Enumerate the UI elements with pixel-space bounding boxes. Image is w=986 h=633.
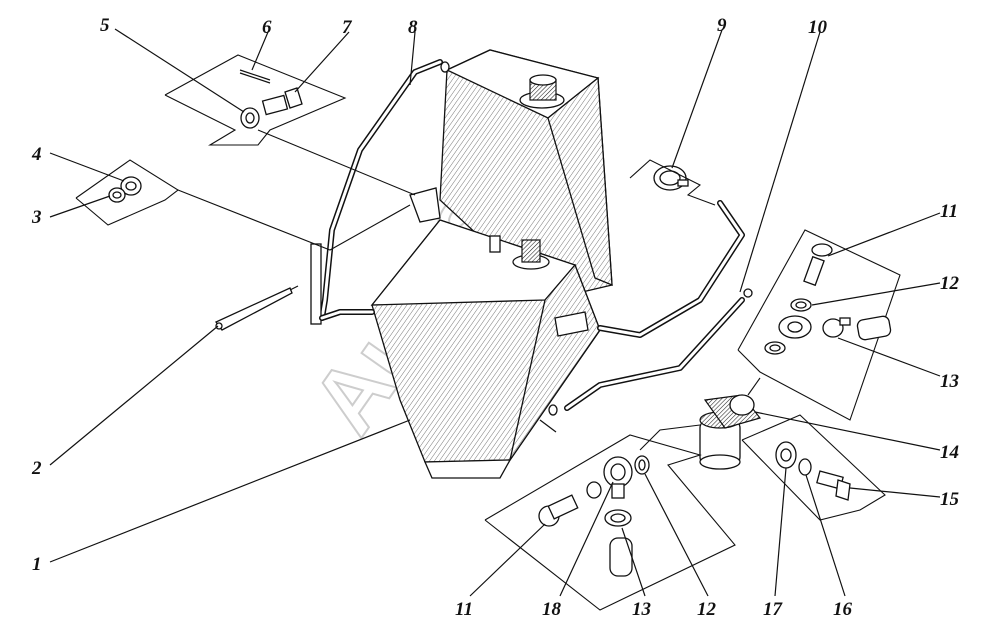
fuel-tank — [370, 49, 613, 479]
callout-13-bottom: 13 — [632, 599, 651, 620]
group-frame-bolt — [164, 54, 347, 146]
callout-18: 18 — [542, 599, 562, 620]
callout-17: 17 — [763, 599, 784, 620]
hose-stub-lower — [609, 537, 633, 577]
callout-12-bottom: 12 — [697, 599, 717, 620]
fuel-line-lower — [548, 288, 753, 416]
callout-8: 8 — [408, 17, 418, 38]
hose-clamp-9 — [653, 165, 689, 191]
callout-1: 1 — [32, 554, 42, 575]
breather-pipe — [310, 59, 450, 325]
fuel-filter-14 — [699, 394, 762, 470]
banjo-fitting-upper — [778, 315, 812, 339]
callout-4: 4 — [31, 144, 42, 165]
bolt-7 — [261, 87, 303, 116]
callout-10: 10 — [808, 17, 828, 38]
callout-11-bottom: 11 — [455, 599, 473, 620]
callout-7: 7 — [342, 17, 353, 38]
group-frame-upper-fitting — [737, 229, 901, 421]
hose-clamp-13-upper — [822, 317, 851, 338]
banjo-fitting-18 — [603, 456, 633, 499]
group-frame-lower-right — [741, 414, 886, 521]
cotter-pin-6 — [239, 69, 271, 81]
callout-9: 9 — [717, 15, 727, 36]
callout-16: 16 — [833, 599, 853, 620]
callout-12-right: 12 — [940, 273, 960, 294]
callout-15: 15 — [940, 489, 960, 510]
banjo-bolt-11-lower — [538, 494, 579, 527]
tank-strap — [214, 285, 299, 331]
banjo-bolt-15 — [816, 470, 851, 501]
group-frame-washers — [75, 159, 179, 226]
callout-6: 6 — [262, 17, 272, 38]
leader-lines — [49, 28, 941, 597]
callout-11-right: 11 — [940, 201, 958, 222]
callout-13-right: 13 — [940, 371, 959, 392]
hose-clamp-13-lower — [604, 509, 632, 527]
fuel-line-upper — [597, 200, 745, 338]
banjo-bolt-11-upper — [803, 243, 833, 287]
callout-14: 14 — [940, 442, 959, 463]
callout-3: 3 — [31, 207, 42, 228]
hose-stub-upper — [856, 315, 892, 341]
callout-2: 2 — [31, 458, 42, 479]
washer-16 — [798, 458, 812, 476]
group-frame-lower-fitting — [484, 434, 736, 611]
callout-5: 5 — [100, 15, 110, 36]
